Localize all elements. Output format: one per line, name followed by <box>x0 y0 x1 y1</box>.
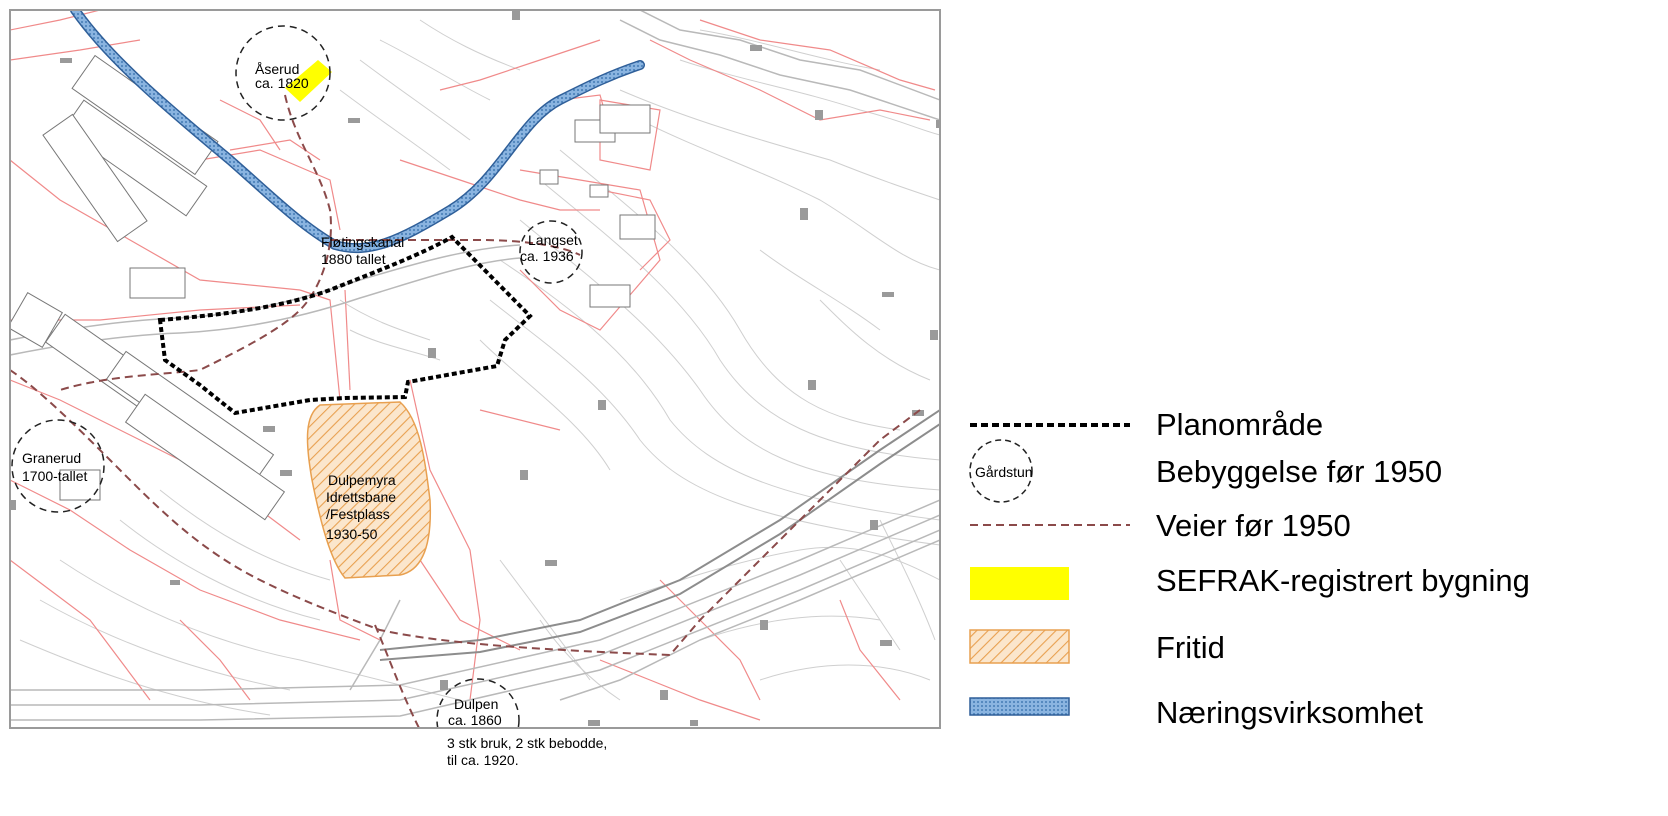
farmyard-granerud <box>11 419 105 513</box>
legend-label-planomrade: Planområde <box>1156 407 1324 442</box>
sefrak-building-aserud <box>285 60 332 102</box>
label-langset-date: ca. 1936 <box>520 248 574 264</box>
legend-label-fritid: Fritid <box>1156 630 1225 665</box>
label-dulpemyra-line1: Dulpemyra <box>328 472 396 488</box>
map-annotation-tags <box>11 11 939 726</box>
legend-label-naering: Næringsvirksomhet <box>1156 695 1424 730</box>
legend-label-sefrak: SEFRAK-registrert bygning <box>1156 563 1530 598</box>
label-dulpemyra-line4: 1930-50 <box>326 526 378 542</box>
label-granerud-date: 1700-tallet <box>22 468 88 484</box>
railway <box>379 409 939 661</box>
label-flotingskanal-name: Fløtingskanal <box>321 234 405 250</box>
label-aserud-date: ca. 1820 <box>255 75 309 91</box>
legend-symbol-gardstun-text: Gårdstun <box>975 464 1033 480</box>
legend-symbol-fritid <box>969 629 1070 664</box>
label-dulpemyra-line3: /Festplass <box>326 506 390 522</box>
old-roads <box>11 94 921 727</box>
label-flotingskanal-date: 1880 tallet <box>321 251 386 267</box>
label-dulpen-note2: til ca. 1920. <box>447 752 519 768</box>
legend-label-veier: Veier før 1950 <box>1156 508 1351 543</box>
contour-lines <box>19 19 939 716</box>
main-road <box>11 11 939 721</box>
buildings <box>11 54 656 521</box>
farmyard-circles <box>11 25 583 727</box>
label-dulpemyra-line2: Idrettsbane <box>326 489 397 505</box>
dulpemyra-area <box>306 401 432 579</box>
label-aserud-name: Åserud <box>255 61 300 77</box>
legend-label-bebyggelse: Bebyggelse før 1950 <box>1156 454 1443 489</box>
label-dulpen-note1: 3 stk bruk, 2 stk bebodde, <box>447 735 608 751</box>
label-dulpen-name: Dulpen <box>454 696 499 712</box>
property-lines <box>11 11 936 721</box>
label-dulpen-date: ca. 1860 <box>448 712 502 728</box>
plan-boundary <box>157 234 533 416</box>
legend-symbol-sefrak <box>970 567 1069 600</box>
label-granerud-name: Granerud <box>22 450 82 466</box>
farmyard-langset <box>519 220 583 284</box>
label-langset-name: Langset <box>528 232 578 248</box>
legend-symbol-gardstun <box>969 439 1033 503</box>
farmyard-dulpen <box>436 678 520 727</box>
legend-symbol-naering <box>969 697 1070 716</box>
farmyard-aserud <box>235 25 331 121</box>
